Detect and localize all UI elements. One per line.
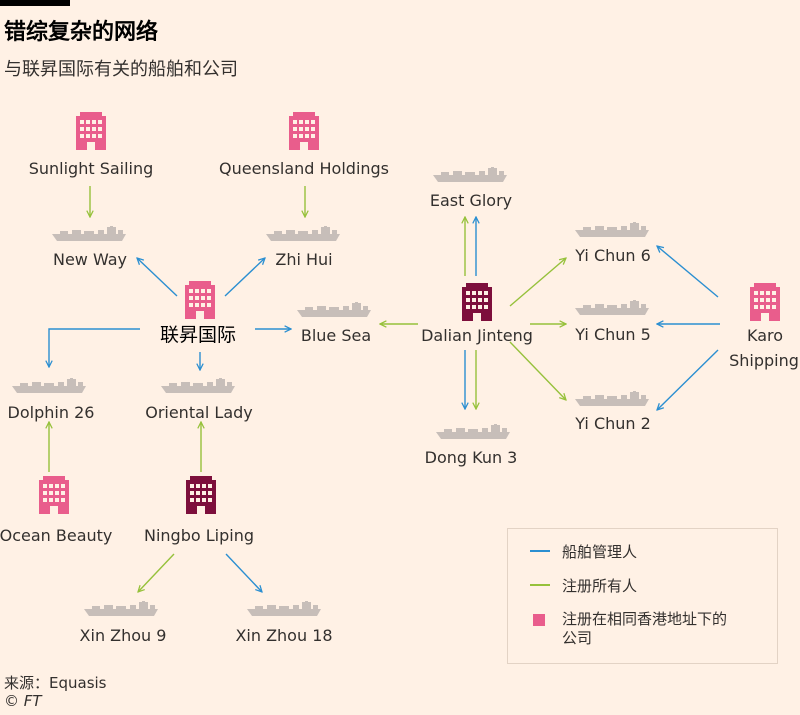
top-accent-bar [0,0,70,6]
ship-icon-eastglory [433,167,507,182]
edge-ningbo-xinzhou18 [225,553,262,592]
label-ocean-beauty: Ocean Beauty [0,526,112,545]
label-east-glory: East Glory [430,191,512,210]
building-icon-oceanbeauty [39,476,69,514]
edge-lianshen-zhihui [224,258,265,297]
legend-label-same-address: 注册在相同香港地址下的 公司 [562,610,727,648]
label-xin-zhou-18: Xin Zhou 18 [235,626,332,645]
label-yi-chun-2: Yi Chun 2 [574,414,651,433]
ship-icon-zhihui [266,226,340,241]
ship-icon-dongkun [436,424,510,439]
legend: 船舶管理人 注册所有人 注册在相同香港地址下的 公司 [507,528,778,664]
building-icon-queensland [289,112,319,150]
ship-icon-bluesea [297,302,371,317]
label-sunlight-sailing: Sunlight Sailing [29,159,154,178]
legend-item-management: 船舶管理人 [530,541,637,562]
ship-icon-xinzhou9 [84,601,158,616]
label-queensland-holdings: Queensland Holdings [219,159,389,178]
legend-line-green-icon [530,584,550,586]
edge-dalian-yichun6 [509,258,566,307]
ship-icon-xinzhou18 [247,601,321,616]
legend-square-wrap [530,610,550,626]
legend-item-same-address: 注册在相同香港地址下的 公司 [530,610,727,648]
edge-lianshen-newway [137,258,178,297]
edge-dalian-yichun2 [509,341,566,400]
building-icon-sunlight [76,112,106,150]
building-icon-ningbo [186,476,216,514]
label-yi-chun-5: Yi Chun 5 [574,325,651,344]
label-yi-chun-6: Yi Chun 6 [574,246,651,265]
building-icon-lianshen [185,281,215,319]
legend-item-ownership: 注册所有人 [530,575,637,596]
ship-icon-yichun6 [575,222,649,237]
legend-label-same-address-line2: 公司 [562,629,593,647]
label-new-way: New Way [53,250,127,269]
copyright: © FT [4,692,42,710]
label-karo-line2: Shipping [729,351,799,370]
edge-ningbo-xinzhou9 [138,553,175,592]
edge-karo-yichun2 [657,349,719,410]
edge-lianshen-dolphin [49,328,140,367]
ship-icon-dolphin [12,378,86,393]
edge-karo-yichun6 [657,246,719,298]
label-blue-sea: Blue Sea [301,326,371,345]
chart-subtitle: 与联昇国际有关的船舶和公司 [4,59,238,80]
source-note: 来源：Equasis [4,674,107,692]
label-zhi-hui: Zhi Hui [275,250,332,269]
legend-line-blue-icon [530,550,550,552]
ship-icon-yichun5 [575,300,649,315]
building-icon-karo [750,283,780,321]
label-dong-kun-3: Dong Kun 3 [425,448,518,467]
label-oriental-lady: Oriental Lady [145,403,253,422]
label-xin-zhou-9: Xin Zhou 9 [80,626,167,645]
ship-icon-oriental [161,378,235,393]
legend-label-ownership: 注册所有人 [562,577,638,595]
legend-label-management: 船舶管理人 [562,543,638,561]
label-karo-line1: Karo [747,326,783,345]
label-lianshen: 联昇国际 [160,324,236,346]
label-ningbo-liping: Ningbo Liping [144,526,254,545]
label-dolphin-26: Dolphin 26 [8,403,95,422]
building-icon-dalian [462,283,492,321]
legend-square-pink-icon [533,614,545,626]
chart-title: 错综复杂的网络 [4,20,159,45]
label-dalian-jinteng: Dalian Jinteng [421,326,533,345]
ship-icon-newway [52,226,126,241]
ship-icon-yichun2 [575,391,649,406]
legend-label-same-address-line1: 注册在相同香港地址下的 [562,610,728,628]
